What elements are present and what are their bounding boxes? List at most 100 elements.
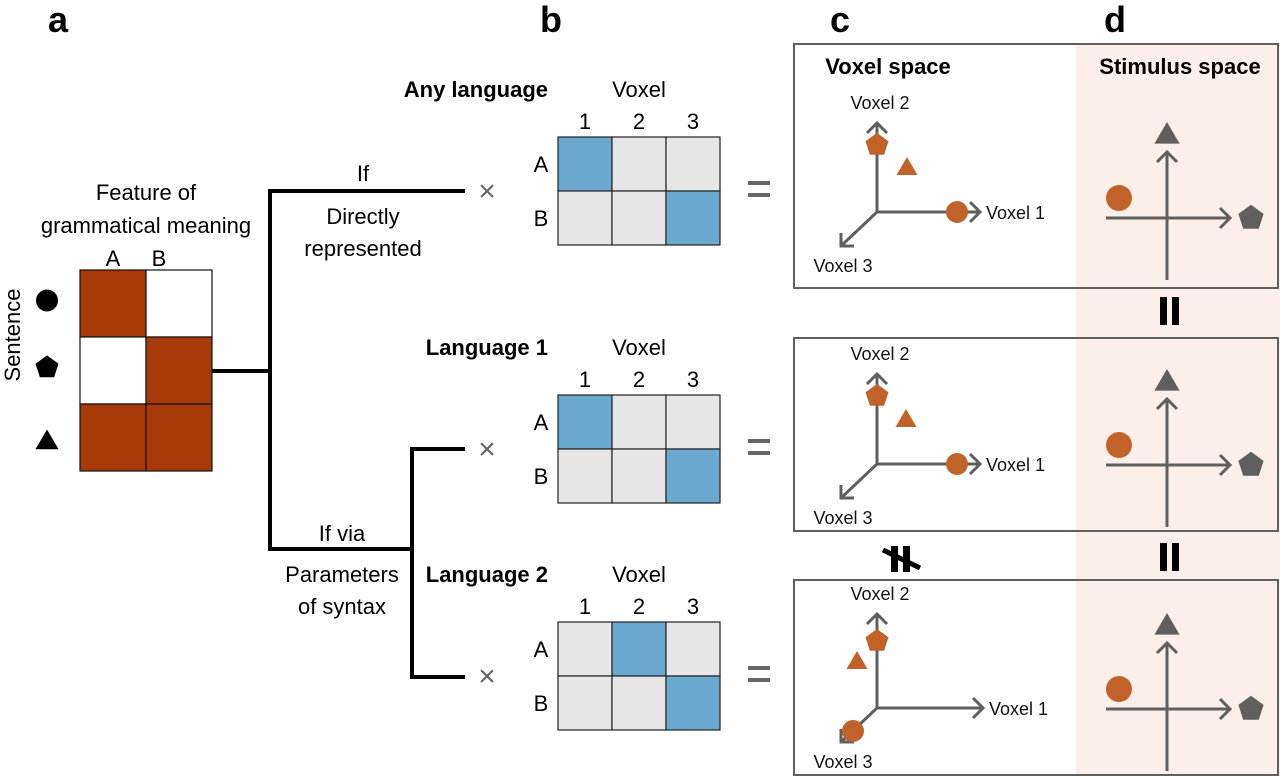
sentence-axis-label: Sentence (0, 289, 25, 382)
space-box-border (793, 579, 1279, 776)
branch-top-label-directly: Directly (326, 204, 399, 229)
voxel-cell-A-3 (665, 394, 721, 450)
matrix-column-label: 3 (687, 367, 699, 392)
branch-top-label-represented: represented (304, 236, 421, 261)
pentagon-marker (865, 383, 889, 406)
voxel-2-label: Voxel 2 (850, 584, 909, 604)
matrix-language-label: Any language (404, 77, 548, 102)
pentagon-marker (865, 132, 889, 155)
matrix-column-label: 1 (579, 367, 591, 392)
voxel-cell-B-2 (611, 190, 667, 246)
sentence-circle-icon (36, 289, 58, 312)
voxel-cell-B-3 (665, 190, 721, 246)
branch-connectors: If Directly represented If via Parameter… (212, 161, 465, 679)
voxel-3-axis (839, 210, 879, 248)
voxel-cell-A-3 (665, 621, 721, 677)
voxel-3-label: Voxel 3 (813, 508, 872, 528)
matrix-voxel-header: Voxel (612, 335, 666, 360)
not-equal-sign-c (881, 546, 922, 572)
circle-marker (946, 201, 968, 223)
voxel-2-arrowhead (865, 611, 889, 626)
panel-label-d: d (1104, 0, 1126, 40)
times-operator: × (478, 433, 496, 466)
matrix-voxel-header: Voxel (612, 77, 666, 102)
voxel-cell-A-2 (611, 394, 667, 450)
voxel-cell-B-1 (557, 448, 613, 504)
stimulus-pentagon-marker (1238, 204, 1264, 229)
voxel-space-title: Voxel space (825, 54, 951, 79)
voxel-cell-A-2 (611, 136, 667, 192)
triangle-marker (896, 157, 918, 175)
matrix-column-label: 2 (633, 594, 645, 619)
voxel-3-arrowhead (839, 729, 854, 744)
feature-title-line2: grammatical meaning (41, 213, 251, 238)
matrix-column-label: 3 (687, 594, 699, 619)
matrix-row-label: A (534, 410, 549, 435)
voxel-cell-A-1 (557, 621, 613, 677)
stimulus-space-plot (1106, 122, 1264, 280)
sentence-pentagon-icon (35, 355, 59, 378)
matrix-column-label: 2 (633, 367, 645, 392)
branch-bottom-label-parameters: Parameters (285, 562, 399, 587)
equals-bar (748, 451, 770, 455)
stimulus-triangle-marker (1154, 122, 1180, 144)
triangle-marker (895, 409, 917, 427)
matrix-row-label: B (534, 206, 549, 231)
matrix-row-label: B (534, 464, 549, 489)
branch-bottom-label-syntax: of syntax (298, 594, 386, 619)
voxel-2-label: Voxel 2 (850, 93, 909, 113)
stimulus-pentagon-marker (1238, 695, 1264, 720)
feature-cell-r3-B (145, 403, 213, 472)
matrix-row-label: A (534, 152, 549, 177)
circle-marker (946, 453, 968, 475)
stimulus-vertical-arrowhead (1155, 149, 1179, 164)
matrix-column-label: 1 (579, 594, 591, 619)
feature-column-b: B (152, 246, 167, 271)
sentence-shapes (35, 289, 59, 450)
voxel-cell-B-1 (557, 675, 613, 731)
stimulus-horizontal-arrowhead (1218, 453, 1233, 477)
stimulus-triangle-marker (1154, 613, 1180, 635)
stimulus-circle-marker (1106, 185, 1132, 211)
stimulus-vertical-arrowhead (1155, 640, 1179, 655)
equals-bar (748, 666, 770, 670)
voxel-1-arrowhead (968, 452, 983, 476)
voxel-1-label: Voxel 1 (986, 455, 1045, 475)
matrix-column-label: 2 (633, 109, 645, 134)
circle-marker (842, 720, 864, 742)
equals-bar (748, 193, 770, 197)
stimulus-horizontal-arrowhead (1218, 697, 1233, 721)
voxel-cell-B-2 (611, 448, 667, 504)
voxel-1-arrowhead (968, 200, 983, 224)
panel-label-a: a (48, 0, 69, 40)
stimulus-horizontal-arrowhead (1218, 206, 1233, 230)
stimulus-space-background (1076, 44, 1280, 776)
feature-cell-r3-A (79, 403, 147, 472)
stimulus-pentagon-marker (1238, 451, 1264, 476)
stimulus-circle-marker (1106, 676, 1132, 702)
feature-title-line1: Feature of (96, 180, 197, 205)
voxel-1-arrowhead (971, 696, 986, 720)
feature-cell-r2-A (79, 336, 147, 405)
space-box-border (793, 43, 1279, 289)
matrix-column-label: 3 (687, 109, 699, 134)
panel-label-b: b (540, 0, 562, 40)
matrix-language-label: Language 1 (426, 335, 548, 360)
stimulus-triangle-marker (1154, 369, 1180, 391)
voxel-1-label: Voxel 1 (989, 699, 1048, 719)
space-row-3: Voxel 2 Voxel 1 Voxel 3 (793, 579, 1279, 776)
voxel-2-arrowhead (865, 120, 889, 135)
equals-bar (748, 439, 770, 443)
equals-bar (748, 181, 770, 185)
branch-bottom-label-ifvia: If via (319, 521, 366, 546)
voxel-3-label: Voxel 3 (813, 752, 872, 772)
matrix-voxel-header: Voxel (612, 562, 666, 587)
voxel-cell-B-1 (557, 190, 613, 246)
voxel-cell-B-3 (665, 675, 721, 731)
stimulus-space-plot (1106, 613, 1264, 771)
